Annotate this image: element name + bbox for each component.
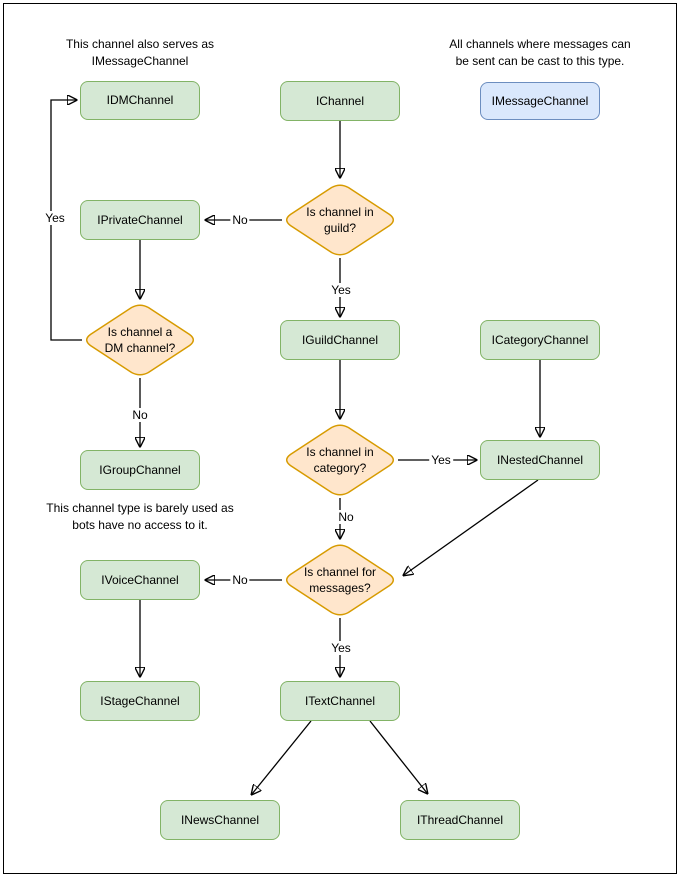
node-inestedchannel[interactable]: INestedChannel: [480, 440, 600, 480]
node-ithreadchannel[interactable]: IThreadChannel: [400, 800, 520, 840]
node-ichannel[interactable]: IChannel: [280, 81, 400, 121]
node-iprivatechannel[interactable]: IPrivateChannel: [80, 200, 200, 240]
decision-label: Is channel in guild?: [306, 205, 374, 235]
edge-label-category-yes: Yes: [429, 453, 453, 467]
annotation-message-note: All channels where messages can be sent …: [449, 37, 631, 68]
decision-is-channel-for-messages[interactable]: Is channel for messages?: [282, 542, 398, 618]
node-icategorychannel[interactable]: ICategoryChannel: [480, 320, 600, 360]
decision-is-channel-a-dm[interactable]: Is channel a DM channel?: [82, 302, 198, 378]
node-idmchannel[interactable]: IDMChannel: [80, 81, 200, 120]
decision-label: Is channel for messages?: [303, 565, 377, 595]
node-ivoicechannel[interactable]: IVoiceChannel: [80, 560, 200, 600]
edge-itext-to-inews: [252, 720, 312, 794]
edge-label-dm-no: No: [130, 408, 150, 422]
edge-label-guild-no: No: [230, 213, 250, 227]
edge-inested-to-formessages: [404, 479, 539, 575]
annotation-group-note: This channel type is barely used as bots…: [46, 501, 234, 532]
decision-is-channel-in-category[interactable]: Is channel in category?: [282, 422, 398, 498]
node-iguildchannel[interactable]: IGuildChannel: [280, 320, 400, 360]
node-istagechannel[interactable]: IStageChannel: [80, 681, 200, 721]
decision-is-channel-in-guild[interactable]: Is channel in guild?: [282, 182, 398, 258]
annotation-dm-note: This channel also serves as IMessageChan…: [65, 37, 215, 68]
edge-itext-to-ithread: [369, 720, 427, 793]
decision-label: Is channel a DM channel?: [104, 325, 176, 355]
node-itextchannel[interactable]: ITextChannel: [280, 681, 400, 721]
edge-label-messages-yes: Yes: [329, 641, 353, 655]
node-igroupchannel[interactable]: IGroupChannel: [80, 450, 200, 490]
edge-label-guild-yes: Yes: [329, 283, 353, 297]
edge-label-messages-no: No: [230, 573, 250, 587]
edge-label-dm-yes: Yes: [43, 211, 67, 225]
decision-label: Is channel in category?: [306, 445, 374, 475]
edge-label-category-no: No: [336, 510, 356, 524]
node-imessagechannel[interactable]: IMessageChannel: [480, 82, 600, 120]
node-inewschannel[interactable]: INewsChannel: [160, 800, 280, 840]
